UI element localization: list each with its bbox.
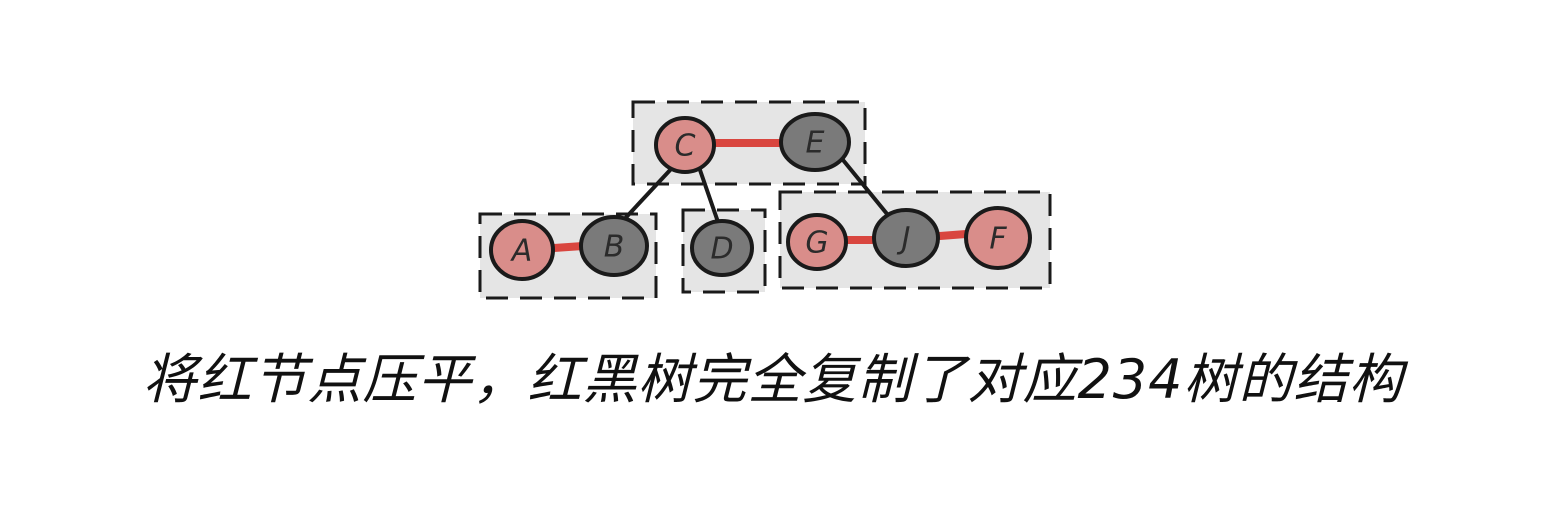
node-label-e: E [806,126,825,161]
node-labels: C E A B D G J F [510,126,1008,269]
edge-c-d [698,168,720,224]
group-boxes [478,100,1052,300]
node-label-c: C [675,129,696,164]
node-j [872,208,940,268]
node-d [690,219,754,277]
node-f [964,206,1032,270]
node-label-b: B [604,230,625,265]
node-label-d: D [710,232,733,267]
node-label-a: A [510,234,533,269]
node-c [654,116,716,174]
red-link-a-b [550,242,587,252]
red-link-j-f [936,230,970,240]
node-label-g: G [805,226,828,261]
node-b [579,215,649,277]
tree-edges [616,158,894,228]
nodes [489,112,1032,281]
red-links [550,139,970,252]
node-a [489,219,555,281]
node-g [786,213,848,271]
edge-e-j [841,158,894,222]
diagram-caption: 将红节点压平，红黑树完全复制了对应234树的结构 [142,348,1404,411]
edge-c-b [616,166,674,228]
node-label-f: F [989,222,1007,257]
node-e [779,112,851,172]
